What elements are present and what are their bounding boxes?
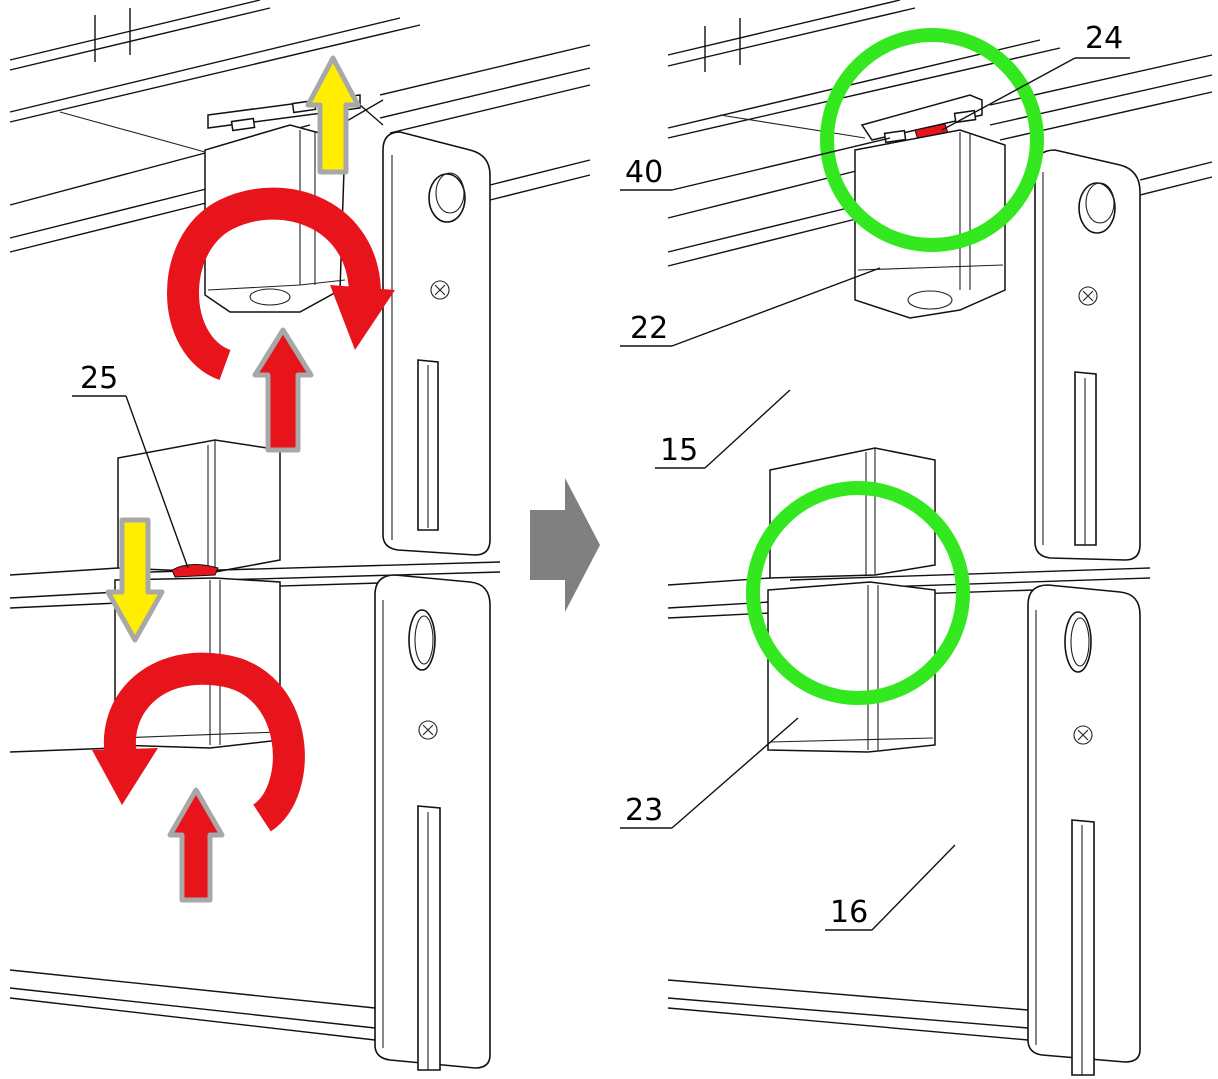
left-lower-door — [9, 747, 376, 1041]
left-red-marker — [171, 564, 219, 578]
label-23-text: 23 — [625, 793, 663, 828]
label-24-text: 24 — [1085, 21, 1123, 56]
highlight-circle-icon — [820, 28, 1044, 252]
right-upper-block — [854, 129, 1006, 319]
right-panel: 24 40 22 15 23 16 — [620, 0, 1213, 1076]
curved-arrow-icon — [167, 187, 395, 381]
label-24: 24 — [941, 21, 1130, 131]
right-lower-door — [667, 979, 1029, 1041]
red-up-arrow-icon — [252, 327, 314, 453]
label-25: 25 — [72, 361, 189, 569]
right-upper-panel — [1034, 149, 1141, 561]
highlight-circle-icon — [746, 481, 970, 705]
right-lower-block — [767, 581, 936, 753]
left-panel: 25 — [9, 0, 591, 1071]
yellow-up-arrow-icon — [305, 55, 361, 175]
right-lower-panel — [1027, 584, 1141, 1076]
label-15-text: 15 — [660, 433, 698, 468]
label-40-text: 40 — [625, 155, 663, 190]
red-up-arrow-icon — [167, 787, 225, 903]
curved-arrow-icon — [92, 652, 305, 832]
label-40: 40 — [620, 137, 891, 191]
arrow-right-icon — [530, 478, 600, 612]
left-top-rail — [9, 0, 591, 253]
left-lower-panel — [374, 574, 491, 1071]
label-16: 16 — [825, 844, 956, 931]
label-16-text: 16 — [830, 895, 868, 930]
label-15: 15 — [655, 389, 791, 469]
label-25-text: 25 — [80, 361, 118, 396]
right-top-plate — [860, 94, 983, 144]
label-22-text: 22 — [630, 311, 668, 346]
label-23: 23 — [620, 717, 799, 829]
yellow-down-arrow-icon — [105, 517, 165, 643]
label-22: 22 — [620, 267, 881, 347]
left-upper-panel — [339, 99, 491, 556]
